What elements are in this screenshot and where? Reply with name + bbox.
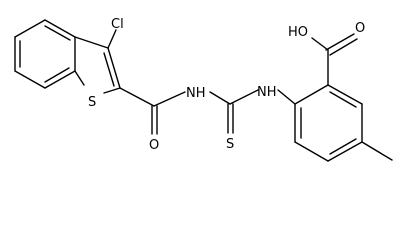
carboxylic-acid-group (311, 33, 358, 86)
molecule-canvas: Cl S O NH S NH HO O (14, 17, 393, 162)
chemical-structure-diagram: Cl S O NH S NH HO O (14, 17, 393, 162)
thiophene-sulfur-label: S (88, 95, 96, 110)
chlorine-label: Cl (111, 17, 124, 32)
amide-oxygen-label: O (149, 138, 159, 153)
c-cl-bond (107, 29, 117, 49)
amide-carbonyl (119, 87, 186, 135)
amide-nh-label: NH (186, 86, 206, 101)
thiophene-ring (74, 36, 121, 94)
benzoic-acid-ring (294, 84, 363, 162)
methyl-bond (361, 141, 393, 161)
aryl-nh-label: NH (257, 85, 277, 100)
thiourea-linker (209, 89, 259, 134)
benzothiophene-benzene-ring (14, 19, 76, 89)
hydroxyl-label: HO (288, 25, 308, 40)
acid-oxygen-label: O (355, 21, 365, 36)
thiocarbonyl-sulfur-label: S (226, 137, 234, 152)
nh-aryl-bond (277, 89, 296, 105)
